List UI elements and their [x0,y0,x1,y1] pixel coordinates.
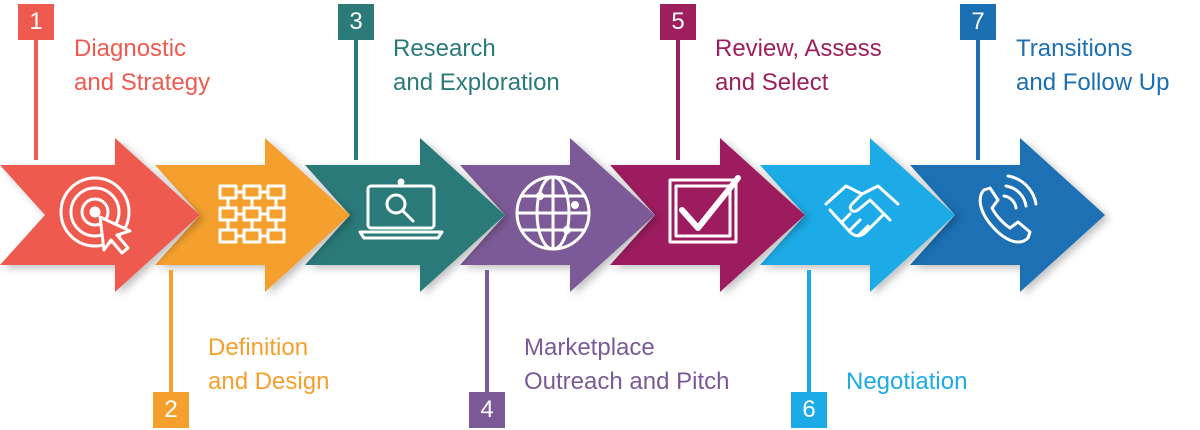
step-5-badge: 5 [660,4,696,40]
step-2-label-line2: and Design [208,368,330,395]
arrow-6 [760,138,955,292]
step-7-label-line2: and Follow Up [1016,69,1170,96]
laptop-search-icon [358,178,444,240]
step-7-label-line1: Transitions [1016,35,1133,62]
step-3-label-line2: and Exploration [393,69,560,96]
step-1-badge: 1 [18,4,54,40]
phone-call-icon [978,174,1038,244]
step-7-connector [976,36,980,160]
checkbox-icon [668,175,741,244]
step-3-label: Research and Exploration [393,32,560,100]
step-3-label-line1: Research [393,35,496,62]
step-2-label: Definition and Design [208,331,329,399]
step-2-connector [169,270,173,394]
step-3-badge: 3 [338,4,374,40]
arrow-1 [0,138,200,292]
flowchart-grid-icon [218,184,286,244]
step-5-label-line2: and Select [715,69,829,96]
step-4-label-line1: Marketplace [524,334,655,361]
step-6-badge: 6 [791,392,827,428]
step-5-label-line1: Review, Assess [715,35,882,62]
step-4-label: Marketplace Outreach and Pitch [524,331,729,399]
step-1-label-line2: and Strategy [74,69,211,96]
step-6-connector [807,270,811,394]
step-6-label-line1: Negotiation [846,368,968,395]
step-5-label: Review, Assess and Select [715,32,882,100]
arrow-4 [460,138,655,292]
step-3-connector [354,36,358,160]
step-2-label-line1: Definition [208,334,309,361]
step-7-label: Transitions and Follow Up [1016,32,1169,100]
arrow-7 [910,138,1105,292]
globe-icon [515,175,591,251]
step-4-label-line2: Outreach and Pitch [524,368,730,395]
handshake-icon [824,184,900,238]
step-1-label-line1: Diagnostic [74,35,187,62]
step-4-badge: 4 [469,392,505,428]
step-1-label: Diagnostic and Strategy [74,32,210,100]
step-6-label: Negotiation [846,365,967,399]
step-5-connector [676,36,680,160]
target-cursor-icon [59,176,132,255]
step-1-connector [34,36,38,160]
arrow-2 [155,138,350,292]
step-2-badge: 2 [153,392,189,428]
step-4-connector [485,270,489,394]
step-7-badge: 7 [960,4,996,40]
